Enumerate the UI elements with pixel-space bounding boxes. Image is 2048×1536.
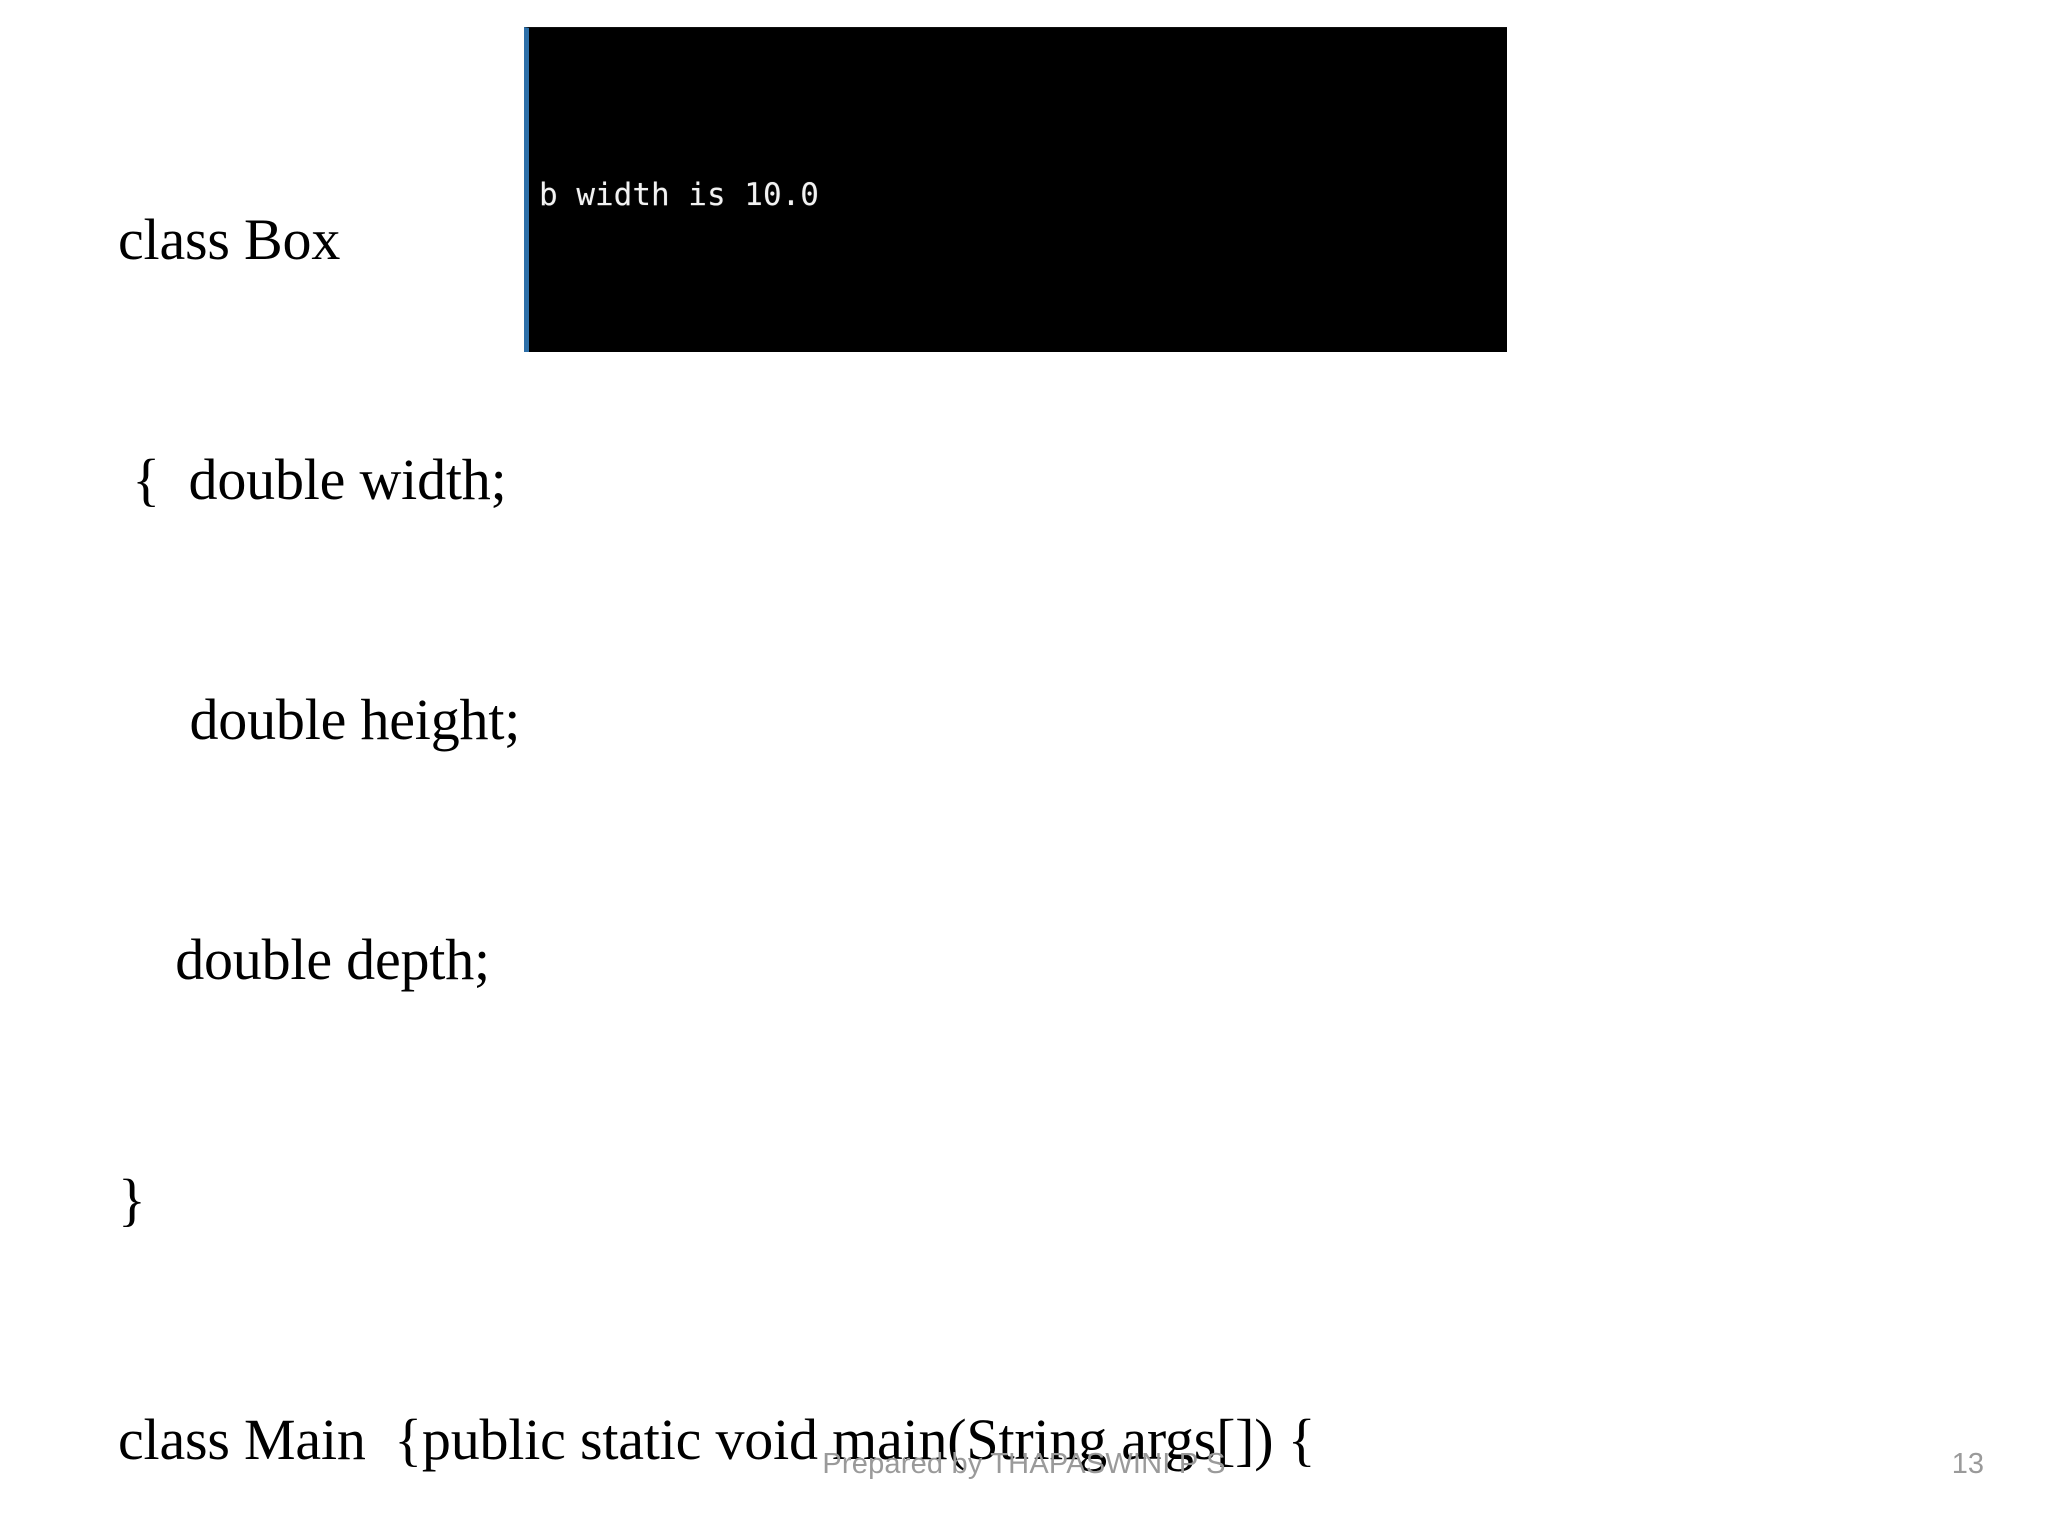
code-line: double height; [118,687,521,752]
code-line: class Box [118,207,341,272]
page-number: 13 [1951,1448,1984,1480]
java-code-listing: class Box { double width; double height;… [118,40,1678,1536]
console-output-text: b width is 10.0 c width is 20.0 b width … [539,40,1507,352]
footer-credit: Prepared by THAPASWINI P S [822,1448,1226,1480]
code-line: } [118,1167,146,1232]
console-line: c width is 20.0 [539,350,1507,352]
code-line: class Main {public static void main(Stri… [118,1407,1316,1472]
console-line: b width is 10.0 [539,177,819,213]
code-line: { double width; [118,447,507,512]
console-output-window: b width is 10.0 c width is 20.0 b width … [524,27,1507,352]
code-line: double depth; [118,927,490,992]
